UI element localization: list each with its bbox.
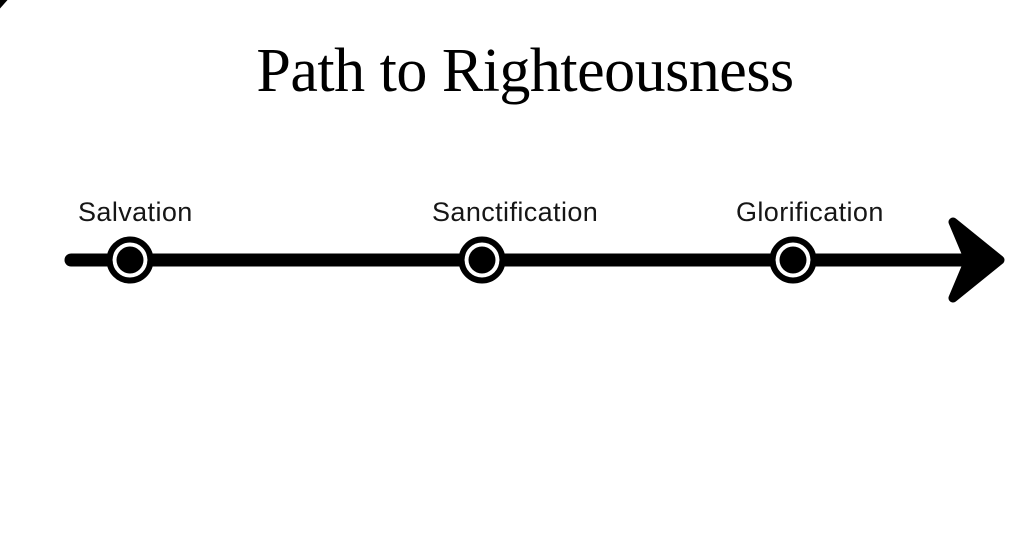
stage-marker-salvation: [106, 236, 154, 284]
arrowhead-icon: [948, 217, 1005, 303]
stage-marker-sanctification: [458, 236, 506, 284]
stage-label-salvation: Salvation: [78, 197, 193, 227]
stage-marker-glorification: [769, 236, 817, 284]
corner-mark: [0, 0, 8, 9]
stage-label-glorification: Glorification: [736, 197, 884, 227]
stage-label-sanctification: Sanctification: [432, 197, 599, 227]
page-title: Path to Righteousness: [256, 37, 794, 105]
